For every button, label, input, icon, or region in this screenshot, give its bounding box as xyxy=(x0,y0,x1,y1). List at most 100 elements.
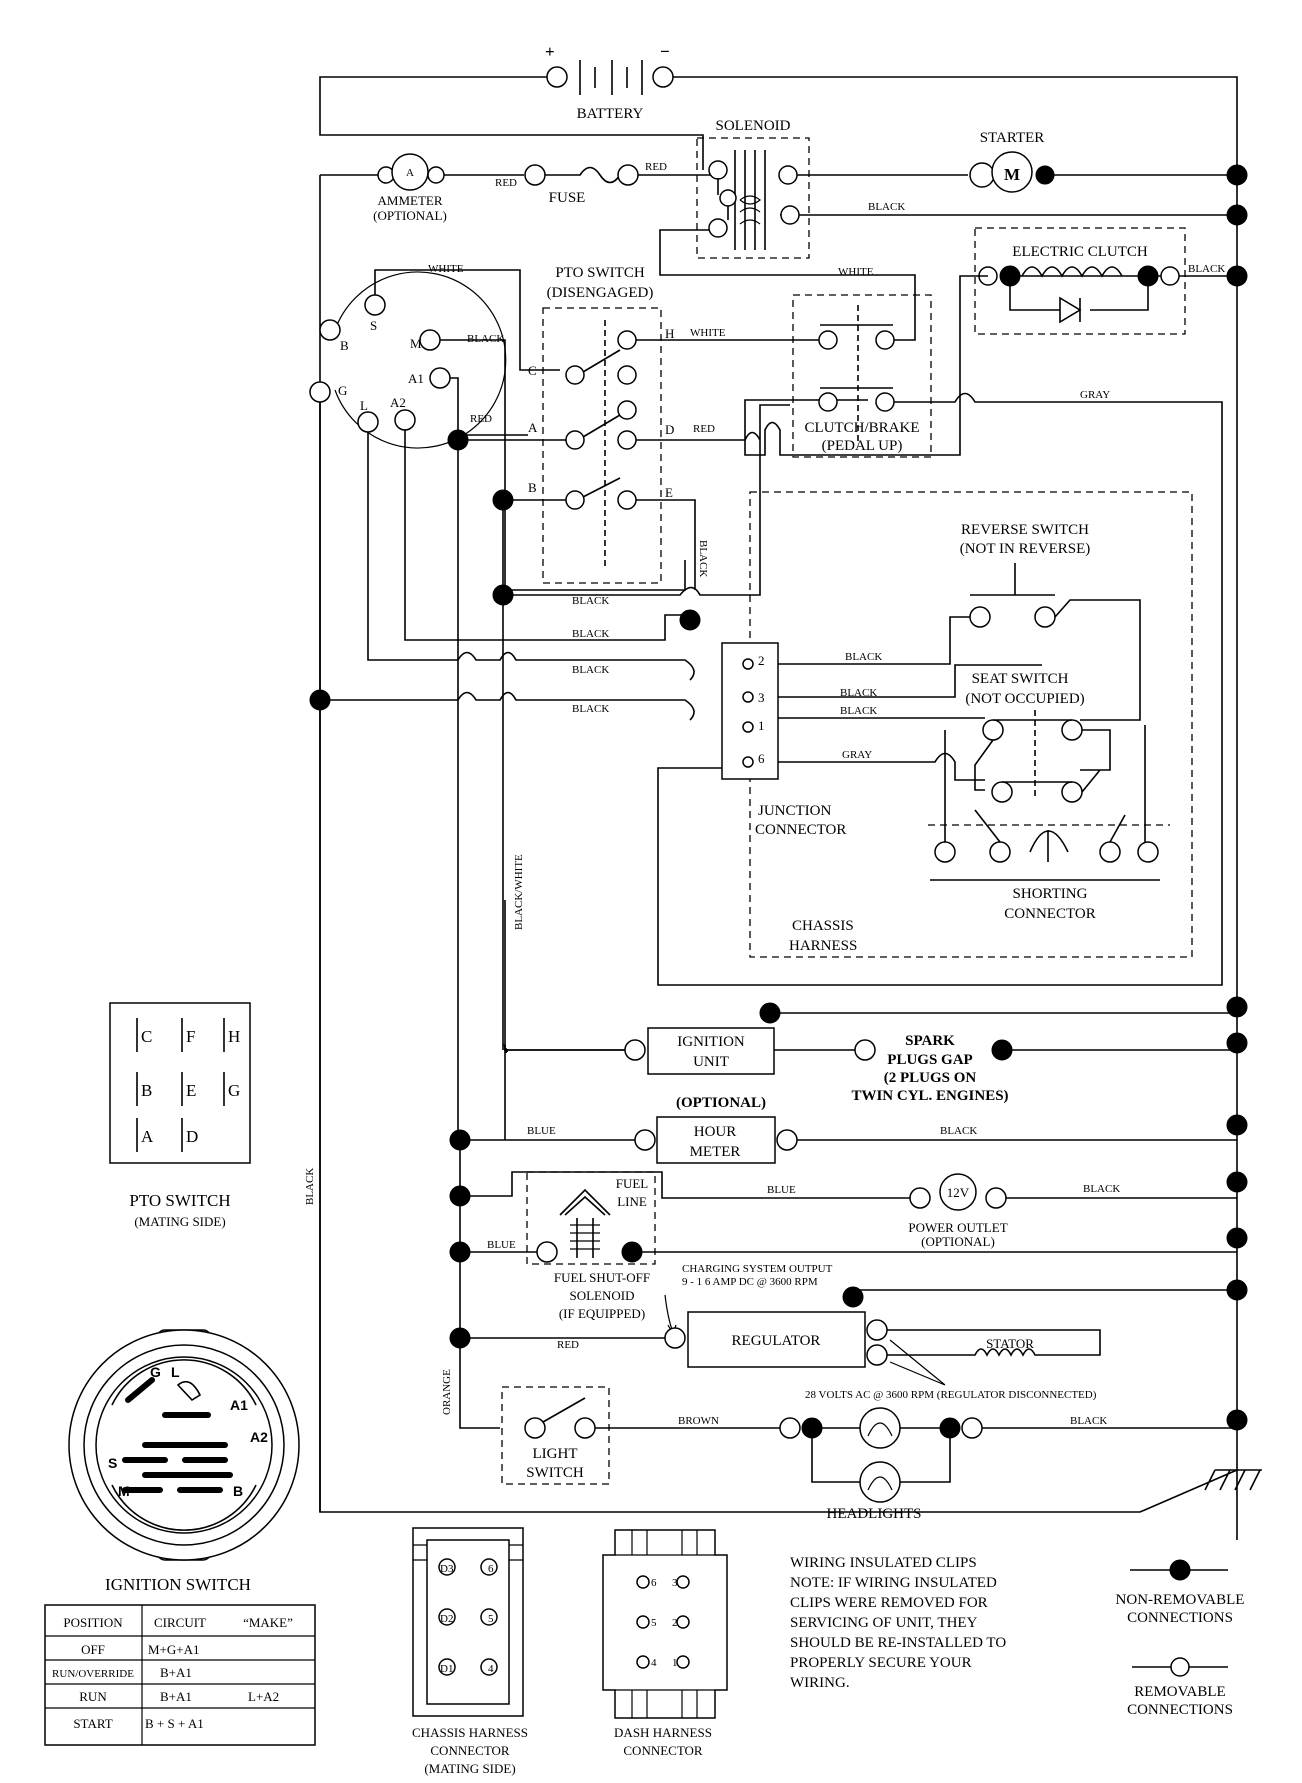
wire-label-gray-j6: GRAY xyxy=(842,749,872,761)
ign-term-s: S xyxy=(370,318,377,333)
shorting-connector-line2: CONNECTOR xyxy=(1004,906,1095,922)
cc-pin-d1: D1 xyxy=(440,1663,453,1675)
chassis-harness: CHASSIS HARNESS xyxy=(749,491,1193,958)
wire-label-red-2: RED xyxy=(645,161,667,173)
fuel-line-label-2: LINE xyxy=(617,1194,647,1209)
ignition-unit: IGNITION UNIT xyxy=(502,900,1237,1140)
charging-line1: CHARGING SYSTEM OUTPUT xyxy=(682,1263,833,1275)
pto-pin-f: F xyxy=(186,1027,195,1046)
wire-label-black-7: BLACK xyxy=(572,664,609,676)
pto-term-a: A xyxy=(528,420,538,435)
electric-clutch: ELECTRIC CLUTCH BLACK xyxy=(744,227,1225,456)
right-bus-junctions xyxy=(1226,164,1248,1431)
ign-face-m: M xyxy=(118,1483,130,1499)
shorting-connector: SHORTING CONNECTOR xyxy=(928,809,1170,922)
junction-label-1: JUNCTION xyxy=(758,803,831,819)
chassis-harness-line1: CHASSIS xyxy=(792,918,854,934)
wire-label-brown: BROWN xyxy=(678,1415,719,1427)
ign-term-b: B xyxy=(340,338,349,353)
clutch-brake-label: CLUTCH/BRAKE xyxy=(804,420,919,436)
ammeter: A AMMETER (OPTIONAL) xyxy=(373,153,447,223)
ign-table-r2-make: L+A2 xyxy=(248,1689,279,1704)
headlights: HEADLIGHTS xyxy=(779,1407,1237,1522)
wire-label-black-headlights: BLACK xyxy=(1070,1415,1107,1427)
wire-label-gray-1: GRAY xyxy=(1080,389,1110,401)
clips-note-3: SERVICING OF UNIT, THEY xyxy=(790,1615,978,1631)
wire-label-black-8: BLACK xyxy=(572,703,609,715)
ign-table-h-position: POSITION xyxy=(63,1615,123,1630)
wire-label-black-starter: BLACK xyxy=(868,201,905,213)
clips-note-0: WIRING INSULATED CLIPS xyxy=(790,1555,977,1571)
junction-label-2: CONNECTOR xyxy=(755,822,846,838)
ignition-switch-schematic: B S M A1 G L A2 xyxy=(309,269,695,1512)
wire-label-black-6: BLACK xyxy=(572,628,609,640)
pto-term-h: H xyxy=(665,326,674,341)
starter-motor-symbol: M xyxy=(1004,165,1020,184)
legend: NON-REMOVABLE CONNECTIONS REMOVABLE CONN… xyxy=(1116,1559,1244,1718)
dc-pin-2: 2 xyxy=(672,1617,678,1629)
wire-label-black-left-bus: BLACK xyxy=(304,1168,316,1205)
chassis-harness-connector: D3 6 D2 5 D1 4 CHASSIS HARNESS CONNECTOR… xyxy=(412,1527,528,1776)
shorting-connector-line1: SHORTING xyxy=(1013,886,1088,902)
left-junctions xyxy=(309,429,701,711)
hour-meter-line2: METER xyxy=(690,1144,741,1160)
jc-pin-1: 1 xyxy=(758,718,765,733)
pto-pin-g: G xyxy=(228,1081,240,1100)
legend-nonremovable-2: CONNECTIONS xyxy=(1127,1610,1233,1626)
ammeter-note: (OPTIONAL) xyxy=(373,208,447,223)
wire-label-black-outlet: BLACK xyxy=(1083,1183,1120,1195)
light-switch-line2: SWITCH xyxy=(526,1465,584,1481)
chassis-connector-line3: (MATING SIDE) xyxy=(424,1761,515,1776)
ign-table-r2-pos: RUN xyxy=(79,1689,107,1704)
ammeter-label: AMMETER xyxy=(378,193,443,208)
spark-plugs-line4: TWIN CYL. ENGINES) xyxy=(851,1088,1008,1104)
cc-pin-d3: D3 xyxy=(440,1563,454,1575)
junction-connector: 2 3 1 6 JUNCTION CONNECTOR xyxy=(721,642,846,838)
dc-pin-1: 1 xyxy=(672,1657,678,1669)
spark-plugs: SPARK PLUGS GAP (2 PLUGS ON TWIN CYL. EN… xyxy=(851,1033,1237,1104)
cc-pin-4: 4 xyxy=(488,1663,494,1675)
pto-pin-d: D xyxy=(186,1127,198,1146)
hour-meter: (OPTIONAL) HOUR METER xyxy=(634,1095,1237,1164)
ammeter-symbol: A xyxy=(406,167,414,179)
ign-table-r0-circuit: M+G+A1 xyxy=(148,1642,200,1657)
battery: + − BATTERY xyxy=(545,42,674,122)
wire-label-blue-1: BLUE xyxy=(527,1125,556,1137)
ign-term-m: M xyxy=(410,336,422,351)
pto-term-e: E xyxy=(665,485,673,500)
pto-pin-e: E xyxy=(186,1081,196,1100)
chassis-connector-line1: CHASSIS HARNESS xyxy=(412,1725,528,1740)
ignition-table: POSITION CIRCUIT “MAKE” OFF M+G+A1 RUN/O… xyxy=(44,1604,316,1746)
ign-table-r1-circuit: B+A1 xyxy=(160,1665,192,1680)
clutch-brake-state: (PEDAL UP) xyxy=(822,438,903,454)
pto-pin-b: B xyxy=(141,1081,152,1100)
wire-label-white-3: WHITE xyxy=(838,266,874,278)
spark-plugs-line3: (2 PLUGS ON xyxy=(884,1070,977,1086)
fuel-solenoid-line2: SOLENOID xyxy=(570,1288,635,1303)
ign-face-a2: A2 xyxy=(250,1429,268,1445)
clips-note-2: CLIPS WERE REMOVED FOR xyxy=(790,1595,988,1611)
chassis-connector-line2: CONNECTOR xyxy=(430,1743,510,1758)
dc-pin-6: 6 xyxy=(651,1577,657,1589)
jc-pin-2: 2 xyxy=(758,653,765,668)
hour-meter-optional: (OPTIONAL) xyxy=(676,1095,766,1111)
fuel-solenoid-line1: FUEL SHUT-OFF xyxy=(554,1270,650,1285)
ign-face-g: G xyxy=(150,1364,161,1380)
dash-connector-line2: CONNECTOR xyxy=(623,1743,703,1758)
ignition-switch-title: IGNITION SWITCH xyxy=(105,1575,251,1594)
reverse-switch-state: (NOT IN REVERSE) xyxy=(960,541,1091,557)
ignition-switch-face: G L A1 A2 S M B IGNITION SWITCH xyxy=(68,1329,300,1594)
jc-pin-3: 3 xyxy=(758,690,765,705)
stator-label: STATOR xyxy=(986,1336,1034,1351)
power-outlet-line1: POWER OUTLET xyxy=(908,1220,1007,1235)
clips-note-6: WIRING. xyxy=(790,1675,850,1691)
pto-pin-h: H xyxy=(228,1027,240,1046)
electric-clutch-label: ELECTRIC CLUTCH xyxy=(1012,244,1148,260)
headlights-label: HEADLIGHTS xyxy=(827,1506,922,1522)
chassis-harness-line2: HARNESS xyxy=(789,938,857,954)
wire-label-black-white: BLACK/WHITE xyxy=(513,854,525,930)
ign-table-r3-circuit: B + S + A1 xyxy=(145,1716,204,1731)
fuel-solenoid: FUEL LINE FUEL SHUT-OFF SOLENOID (IF EQU… xyxy=(460,1171,1237,1321)
ignition-unit-line1: IGNITION xyxy=(677,1034,745,1050)
ign-table-h-make: “MAKE” xyxy=(243,1615,293,1630)
